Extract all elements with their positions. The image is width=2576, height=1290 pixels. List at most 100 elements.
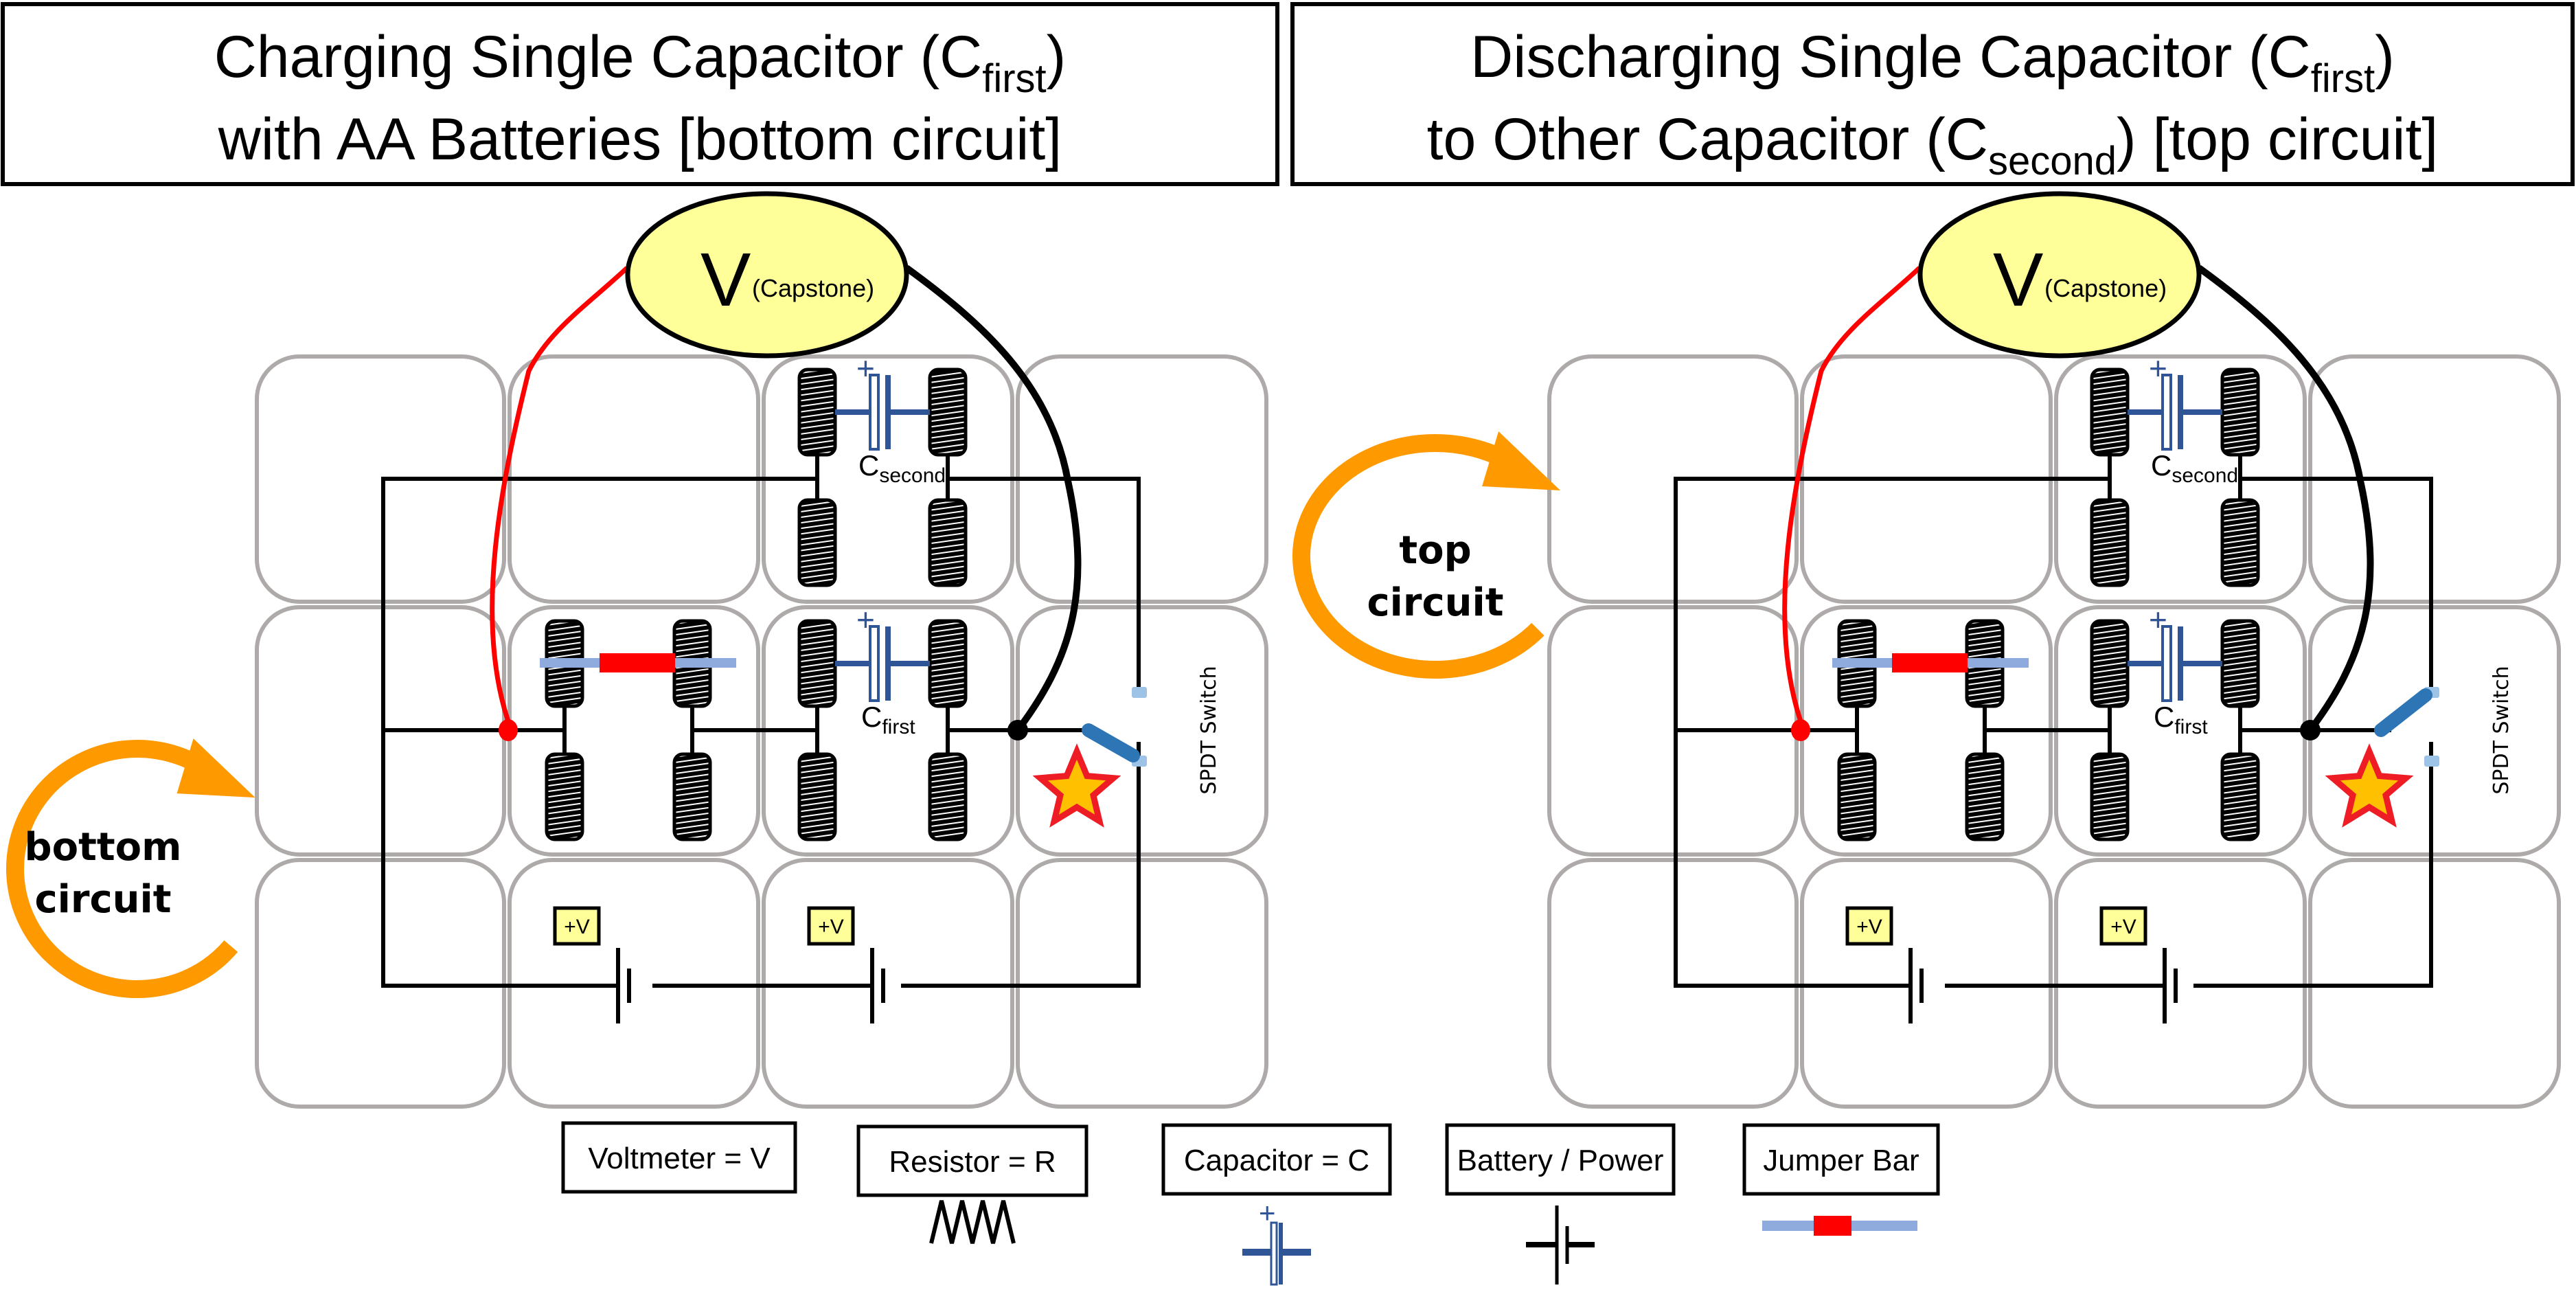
tie-point-strip (928, 498, 968, 587)
battery-plus-label: +V (2110, 916, 2136, 938)
circuit-label-line-2: circuit (34, 877, 171, 922)
breadboard-cell (1800, 858, 2053, 1109)
breadboard-cell (2054, 858, 2307, 1109)
black-probe-lead (2197, 264, 2374, 733)
capacitor-plate-positive (869, 374, 880, 451)
voltmeter (1917, 191, 2202, 359)
tie-point-strip (928, 619, 968, 708)
circuit-label-line-1: bottom (25, 825, 182, 870)
switch-arm (2374, 688, 2432, 737)
capacitor-first-label: Cfirst (2154, 701, 2208, 738)
capacitor-second-label: Csecond (858, 449, 946, 487)
switch-arm (1082, 723, 1140, 762)
title-line-2: with AA Batteries [bottom circuit] (218, 106, 1062, 172)
tie-point-strip (797, 619, 837, 708)
legend-box (561, 1121, 797, 1194)
capacitor-first: + (2128, 602, 2222, 702)
tie-point-strip (797, 367, 837, 457)
legend-label: Resistor = R (889, 1145, 1056, 1179)
battery-plus-label-box (1845, 906, 1893, 946)
capacitor-second: + (2128, 350, 2222, 451)
tie-point-strip (2220, 619, 2260, 708)
tie-point-strip (2220, 752, 2260, 841)
capacitor-first-label: Cfirst (861, 701, 915, 738)
capacitor-plate-positive (2161, 374, 2172, 451)
voltmeter (625, 191, 909, 359)
battery-1 (616, 948, 631, 1023)
title-box (1290, 2, 2575, 186)
battery-2 (870, 948, 885, 1023)
tie-point-strip (928, 752, 968, 841)
switch-label: SPDT Switch (1197, 666, 1221, 794)
battery-2 (2163, 948, 2178, 1023)
capacitor-first: + (835, 602, 930, 702)
wire-top-right (948, 477, 1141, 687)
jumper-bar-core (600, 653, 675, 672)
resistor-symbol (929, 1200, 1016, 1244)
tie-point-strip (2090, 498, 2130, 587)
tie-point-strip (1965, 752, 2005, 841)
battery-1 (1908, 948, 1924, 1023)
capacitor-symbol-plate (1270, 1221, 1278, 1286)
capacitor-second: + (835, 350, 930, 451)
tie-point-strip (672, 752, 712, 841)
tie-point-strip (1837, 752, 1877, 841)
legend-label: Battery / Power (1457, 1144, 1664, 1177)
breadboard-cell (508, 858, 760, 1109)
capacitor-plate-positive (869, 625, 880, 702)
red-probe-junction (499, 719, 518, 741)
circuit-label-line-2: circuit (1367, 580, 1503, 625)
legend-item: Capacitor = C + (1161, 1123, 1392, 1286)
breadboard-cell (762, 858, 1014, 1109)
breadboard-cell (255, 858, 506, 1109)
capacitor-symbol-plus: + (1259, 1197, 1276, 1229)
legend-box (1161, 1123, 1392, 1196)
arrow-head (176, 738, 255, 798)
circuit-direction-arrow: top circuit (1292, 431, 1561, 679)
switch-contact-top (1132, 687, 1147, 698)
voltmeter-letter: V (1993, 238, 2043, 322)
black-probe-lead (904, 264, 1082, 733)
red-probe-junction (1791, 719, 1810, 741)
tie-point-strip (2090, 752, 2130, 841)
circuit-label-line-1: top (1399, 528, 1471, 573)
legend-box (1445, 1123, 1676, 1196)
legend: Voltmeter = V Resistor = R Capacitor = C + B… (561, 1121, 1940, 1286)
title-box (1, 2, 1279, 186)
legend-item: Voltmeter = V (561, 1121, 797, 1194)
tie-point-strip (2220, 498, 2260, 587)
capacitor-plate-positive (2161, 625, 2172, 702)
breadboard-cell (1547, 858, 1799, 1109)
legend-label: Jumper Bar (1763, 1144, 1919, 1177)
plus-sign: + (2149, 602, 2167, 637)
jumper-symbol-core (1814, 1216, 1851, 1236)
capacitor-second-label: Csecond (2151, 449, 2238, 487)
battery-plus-label-box (553, 906, 601, 946)
legend-box (1742, 1123, 1940, 1196)
legend-label: Voltmeter = V (588, 1142, 771, 1175)
tie-point-strip (2220, 367, 2260, 457)
battery-plus-label: +V (564, 916, 590, 938)
legend-label: Capacitor = C (1184, 1144, 1369, 1177)
jumper-bar-core (1892, 653, 1968, 672)
plus-sign: + (856, 350, 875, 386)
voltmeter-letter: V (700, 238, 751, 322)
legend-box (856, 1124, 1088, 1197)
tie-point-strip (928, 367, 968, 457)
tie-point-strip (797, 498, 837, 587)
plus-sign: + (2149, 350, 2167, 386)
arrow-head (1482, 431, 1561, 490)
star-icon (2325, 743, 2414, 828)
red-probe-lead (1782, 266, 1922, 723)
tie-point-strip (545, 752, 584, 841)
voltmeter-name: (Capstone) (2044, 274, 2167, 302)
title-line-1: Discharging Single Capacitor (Cfirst) (1470, 24, 2395, 101)
circuit-direction-arrow: bottom circuit (6, 738, 255, 998)
legend-item: Resistor = R (856, 1124, 1088, 1244)
red-probe-lead (490, 266, 629, 723)
battery-plus-label: +V (1856, 916, 1882, 938)
tie-point-strip (797, 752, 837, 841)
